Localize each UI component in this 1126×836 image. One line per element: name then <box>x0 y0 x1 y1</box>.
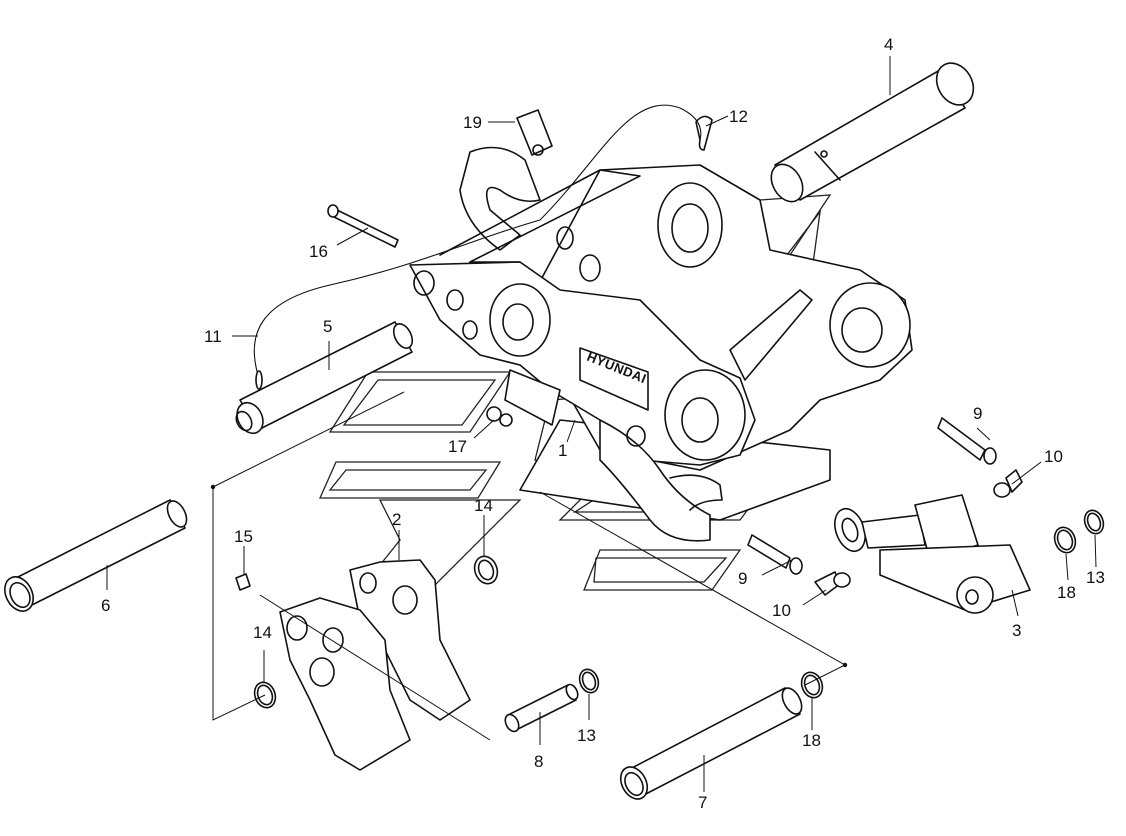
callout-1: 1 <box>558 441 567 460</box>
callout-14-left: 14 <box>253 623 272 642</box>
callout-18-bottom: 18 <box>802 731 821 750</box>
callout-9-lower: 9 <box>738 569 747 588</box>
fitting-10-upper <box>993 469 1023 498</box>
hook-plates <box>279 559 471 771</box>
fitting-9-upper <box>937 417 997 465</box>
nuts-17 <box>486 406 513 427</box>
callouts: 1 2 3 4 5 6 7 8 9 9 10 10 11 12 13 13 14… <box>101 35 1105 812</box>
callout-17: 17 <box>448 437 467 456</box>
pin-6 <box>4 499 188 612</box>
pin-8 <box>504 683 579 733</box>
grease-nipple-15 <box>235 573 251 591</box>
r-clip-12 <box>695 115 713 151</box>
leader-lines <box>106 56 1097 792</box>
callout-19: 19 <box>463 113 482 132</box>
fitting-10-lower <box>814 571 851 596</box>
callout-15: 15 <box>234 527 253 546</box>
pin-5 <box>235 321 414 435</box>
callout-10-lower: 10 <box>772 601 791 620</box>
callout-11: 11 <box>204 327 222 346</box>
pin-4 <box>770 62 975 203</box>
callout-7: 7 <box>698 793 707 812</box>
lanyard-cable-11 <box>253 104 702 390</box>
callout-18-right: 18 <box>1057 583 1076 602</box>
fitting-9-lower <box>747 534 803 575</box>
callout-16: 16 <box>309 242 328 261</box>
callout-13-right: 13 <box>1086 568 1105 587</box>
callout-2: 2 <box>392 510 401 529</box>
coupler-body: HYUNDAI <box>409 146 913 542</box>
callout-3: 3 <box>1012 621 1021 640</box>
callout-6: 6 <box>101 596 110 615</box>
callout-9-upper: 9 <box>973 404 982 423</box>
bracket-19 <box>516 109 553 156</box>
callout-12: 12 <box>729 107 748 126</box>
callout-5: 5 <box>323 317 332 336</box>
callout-14-top: 14 <box>474 496 493 515</box>
cylinder-3 <box>834 494 1031 614</box>
pin-7 <box>619 687 803 800</box>
callout-8: 8 <box>534 752 543 771</box>
bolt-16 <box>327 204 399 248</box>
callout-13-center: 13 <box>577 726 596 745</box>
callout-10-upper: 10 <box>1044 447 1063 466</box>
callout-4: 4 <box>884 35 893 54</box>
